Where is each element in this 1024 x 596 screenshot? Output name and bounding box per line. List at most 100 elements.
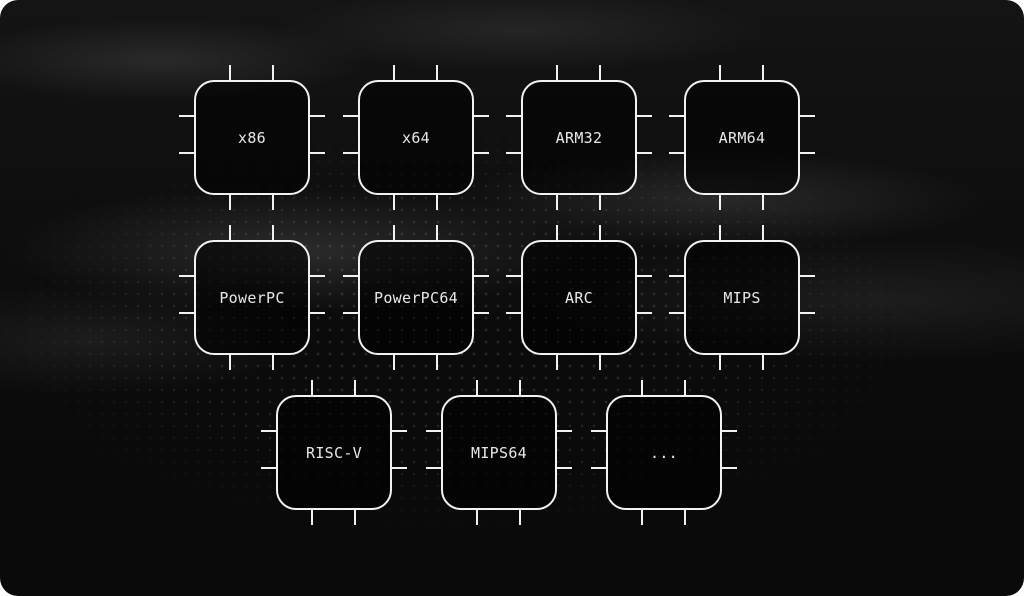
- chip-icon: x86: [194, 80, 310, 195]
- pin-icon: [310, 312, 325, 314]
- pin-icon: [343, 312, 358, 314]
- pin-icon: [179, 115, 194, 117]
- pin-icon: [506, 275, 521, 277]
- pin-icon: [343, 275, 358, 277]
- pin-icon: [762, 195, 764, 210]
- chip-more: ...: [591, 380, 737, 525]
- pin-icon: [722, 430, 737, 432]
- chip-label: ARM32: [555, 128, 603, 147]
- pin-icon: [229, 225, 231, 240]
- pin-icon: [310, 275, 325, 277]
- chip-icon: ARM32: [521, 80, 637, 195]
- pin-icon: [519, 380, 521, 395]
- pin-icon: [474, 152, 489, 154]
- pin-icon: [436, 65, 438, 80]
- chip-label: MIPS64: [471, 443, 527, 462]
- pin-icon: [762, 355, 764, 370]
- pin-icon: [436, 355, 438, 370]
- chip-icon: ARC: [521, 240, 637, 355]
- chip-mips64: MIPS64: [426, 380, 572, 525]
- chip-label: ...: [650, 443, 678, 462]
- pin-icon: [179, 152, 194, 154]
- pin-icon: [426, 467, 441, 469]
- chip-powerpc: PowerPC: [179, 225, 325, 370]
- chip-label: ARC: [565, 288, 593, 307]
- pin-icon: [762, 65, 764, 80]
- pin-icon: [599, 65, 601, 80]
- pin-icon: [556, 225, 558, 240]
- pin-icon: [476, 380, 478, 395]
- pin-icon: [506, 115, 521, 117]
- pin-icon: [599, 195, 601, 210]
- chip-arm64: ARM64: [669, 65, 815, 210]
- pin-icon: [393, 195, 395, 210]
- chip-label: MIPS: [723, 288, 761, 307]
- pin-icon: [392, 467, 407, 469]
- pin-icon: [506, 152, 521, 154]
- pin-icon: [179, 312, 194, 314]
- pin-icon: [719, 65, 721, 80]
- chip-label: PowerPC64: [374, 288, 458, 307]
- pin-icon: [343, 115, 358, 117]
- pin-icon: [556, 65, 558, 80]
- pin-icon: [272, 195, 274, 210]
- chip-icon: x64: [358, 80, 474, 195]
- pin-icon: [800, 152, 815, 154]
- pin-icon: [669, 275, 684, 277]
- chip-powerpc64: PowerPC64: [343, 225, 489, 370]
- pin-icon: [354, 380, 356, 395]
- chip-label: x86: [238, 128, 266, 147]
- pin-icon: [800, 312, 815, 314]
- pin-icon: [436, 225, 438, 240]
- pin-icon: [557, 467, 572, 469]
- chip-icon: PowerPC: [194, 240, 310, 355]
- pin-icon: [393, 355, 395, 370]
- pin-icon: [637, 275, 652, 277]
- pin-icon: [261, 430, 276, 432]
- pin-icon: [800, 275, 815, 277]
- pin-icon: [354, 510, 356, 525]
- pin-icon: [179, 275, 194, 277]
- pin-icon: [229, 355, 231, 370]
- pin-icon: [669, 312, 684, 314]
- pin-icon: [311, 510, 313, 525]
- pin-icon: [719, 195, 721, 210]
- pin-icon: [591, 467, 606, 469]
- pin-icon: [393, 65, 395, 80]
- pin-icon: [556, 355, 558, 370]
- pin-icon: [311, 380, 313, 395]
- pin-icon: [557, 430, 572, 432]
- pin-icon: [684, 510, 686, 525]
- chip-mips: MIPS: [669, 225, 815, 370]
- chip-icon: MIPS64: [441, 395, 557, 510]
- chip-arc: ARC: [506, 225, 652, 370]
- pin-icon: [426, 430, 441, 432]
- pin-icon: [637, 312, 652, 314]
- chip-x86: x86: [179, 65, 325, 210]
- chip-label: ARM64: [718, 128, 766, 147]
- pin-icon: [261, 467, 276, 469]
- chip-label: RISC-V: [306, 443, 362, 462]
- pin-icon: [637, 115, 652, 117]
- pin-icon: [474, 312, 489, 314]
- pin-icon: [722, 467, 737, 469]
- chip-icon: PowerPC64: [358, 240, 474, 355]
- chip-icon: ARM64: [684, 80, 800, 195]
- chip-label: x64: [402, 128, 430, 147]
- pin-icon: [637, 152, 652, 154]
- pin-icon: [476, 510, 478, 525]
- pin-icon: [474, 275, 489, 277]
- chip-risc-v: RISC-V: [261, 380, 407, 525]
- pin-icon: [393, 225, 395, 240]
- pin-icon: [229, 65, 231, 80]
- chip-label: PowerPC: [219, 288, 285, 307]
- pin-icon: [474, 115, 489, 117]
- pin-icon: [800, 115, 815, 117]
- chip-icon: MIPS: [684, 240, 800, 355]
- pin-icon: [272, 65, 274, 80]
- pin-icon: [310, 152, 325, 154]
- pin-icon: [599, 355, 601, 370]
- pin-icon: [392, 430, 407, 432]
- pin-icon: [506, 312, 521, 314]
